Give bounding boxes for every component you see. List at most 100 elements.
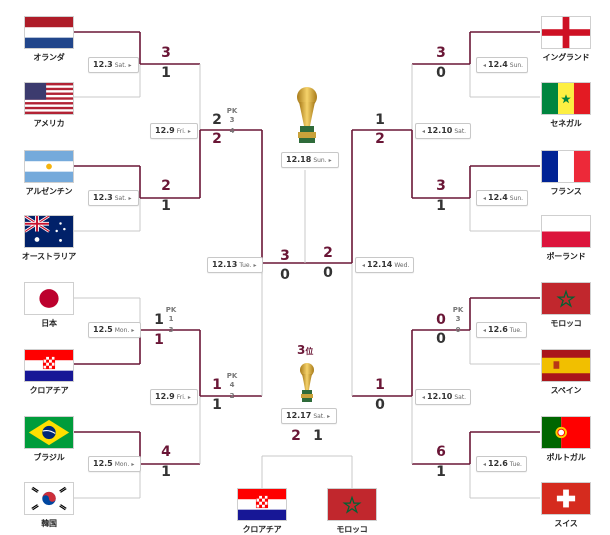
portugal-flag-icon	[541, 416, 591, 449]
score-qf-b-bottom: 1	[212, 397, 222, 413]
brazil-flag-icon	[24, 416, 74, 449]
switzerland-flag-icon	[541, 482, 591, 515]
team-name: 日本	[41, 319, 57, 328]
score-r16-a-bottom: 1	[161, 65, 171, 81]
team-name: ブラジル	[33, 453, 65, 462]
score-r16-f-top: 3	[436, 178, 446, 194]
score-r16-a-top: 3	[161, 45, 171, 61]
score-third-croatia: 2	[291, 428, 301, 444]
team-england[interactable]: イングランド	[531, 16, 601, 63]
score-r16-e-bottom: 0	[436, 65, 446, 81]
team-name: 韓国	[41, 519, 57, 528]
team-name: オランダ	[33, 53, 65, 62]
usa-flag-icon	[24, 82, 74, 115]
score-sf-right-top: 2	[323, 245, 333, 261]
arrow-left-icon: ◂	[483, 327, 487, 334]
england-flag-icon	[541, 16, 591, 49]
score-qf-a-bottom: 2	[212, 131, 222, 147]
team-name: モロッコ	[336, 525, 368, 534]
team-australia[interactable]: オーストラリア	[14, 215, 84, 262]
team-netherlands[interactable]: オランダ	[14, 16, 84, 63]
arrow-right-icon: ▸	[128, 195, 132, 202]
score-qf-d-bottom: 0	[375, 397, 385, 413]
team-name: ポーランド	[546, 252, 586, 261]
australia-flag-icon	[24, 215, 74, 248]
team-name: クロアチア	[29, 386, 69, 395]
team-korea[interactable]: 韓国	[14, 482, 84, 529]
morocco-flag-icon	[327, 488, 377, 521]
arrow-right-icon: ▸	[187, 128, 191, 135]
team-portugal[interactable]: ポルトガル	[531, 416, 601, 463]
team-poland[interactable]: ポーランド	[531, 215, 601, 262]
team-name: イングランド	[542, 53, 590, 62]
team-brazil[interactable]: ブラジル	[14, 416, 84, 463]
team-senegal[interactable]: セネガル	[531, 82, 601, 129]
score-r16-h-top: 6	[436, 444, 446, 460]
morocco-flag-icon	[541, 282, 591, 315]
score-r16-c-bottom: 1	[154, 332, 164, 348]
team-japan[interactable]: 日本	[14, 282, 84, 329]
arrow-left-icon: ◂	[483, 62, 487, 69]
arrow-right-icon: ▸	[131, 461, 135, 468]
team-croatia[interactable]: クロアチア	[14, 349, 84, 396]
score-r16-b-bottom: 1	[161, 198, 171, 214]
team-name: クロアチア	[242, 525, 282, 534]
score-r16-h-bottom: 1	[436, 464, 446, 480]
team-france[interactable]: フランス	[531, 150, 601, 197]
score-qf-b-top: 1	[212, 377, 222, 393]
score-r16-d-top: 4	[161, 444, 171, 460]
world-cup-trophy-icon	[292, 86, 322, 150]
team-morocco[interactable]: モロッコ	[531, 282, 601, 329]
score-qf-c-bottom: 2	[375, 131, 385, 147]
team-argentina[interactable]: アルゼンチン	[14, 150, 84, 197]
score-r16-e-top: 3	[436, 45, 446, 61]
team-name: モロッコ	[550, 319, 582, 328]
team-name: アルゼンチン	[25, 187, 73, 196]
japan-flag-icon	[24, 282, 74, 315]
team-third-croatia[interactable]: クロアチア	[227, 488, 297, 535]
croatia-flag-icon	[24, 349, 74, 382]
team-spain[interactable]: スペイン	[531, 349, 601, 396]
team-usa[interactable]: アメリカ	[14, 82, 84, 129]
arrow-left-icon: ◂	[483, 195, 487, 202]
arrow-right-icon: ▸	[327, 413, 331, 420]
team-name: セネガル	[550, 119, 582, 128]
team-switzerland[interactable]: スイス	[531, 482, 601, 529]
arrow-right-icon: ▸	[131, 327, 135, 334]
arrow-right-icon: ▸	[328, 157, 332, 164]
score-r16-b-top: 2	[161, 178, 171, 194]
score-r16-f-bottom: 1	[436, 198, 446, 214]
poland-flag-icon	[541, 215, 591, 248]
score-r16-g-top: 0	[436, 312, 446, 328]
arrow-left-icon: ◂	[362, 262, 366, 269]
score-sf-left-top: 3	[280, 248, 290, 264]
score-r16-c-top: 1	[154, 312, 164, 328]
korea-flag-icon	[24, 482, 74, 515]
score-r16-g-bottom: 0	[436, 331, 446, 347]
score-qf-a-top: 2	[212, 112, 222, 128]
arrow-left-icon: ◂	[483, 461, 487, 468]
argentina-flag-icon	[24, 150, 74, 183]
team-third-morocco[interactable]: モロッコ	[317, 488, 387, 535]
